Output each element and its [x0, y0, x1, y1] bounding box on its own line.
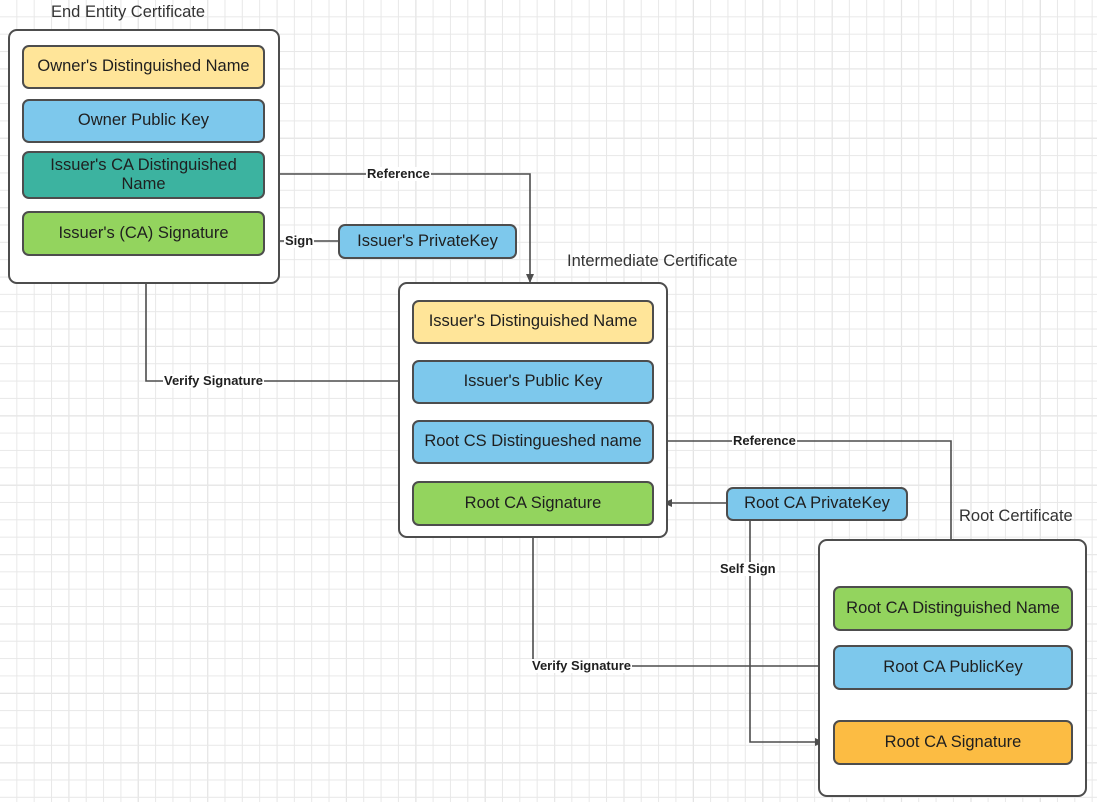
field-issuer-ca-signature[interactable]: Issuer's (CA) Signature: [22, 211, 265, 256]
edge-label-verify-signature-1: Verify Signature: [163, 373, 264, 388]
key-root-ca-private-key[interactable]: Root CA PrivateKey: [726, 487, 908, 521]
group-title-intermediate: Intermediate Certificate: [567, 252, 738, 270]
edge-verify-signature-1: [142, 267, 412, 382]
field-owner-dn[interactable]: Owner's Distinguished Name: [22, 45, 265, 89]
field-root-ca-signature-root[interactable]: Root CA Signature: [833, 720, 1073, 765]
edge-label-self-sign: Self Sign: [719, 561, 777, 576]
field-root-ca-signature-intermediate[interactable]: Root CA Signature: [412, 481, 654, 526]
field-root-ca-dn[interactable]: Root CA Distinguished Name: [833, 586, 1073, 631]
field-issuer-ca-dn[interactable]: Issuer's CA Distinguished Name: [22, 151, 265, 199]
field-owner-public-key[interactable]: Owner Public Key: [22, 99, 265, 143]
edge-label-verify-signature-2: Verify Signature: [531, 658, 632, 673]
edge-label-sign-1: Sign: [284, 233, 315, 248]
field-root-cs-dn[interactable]: Root CS Distingueshed name: [412, 420, 654, 464]
field-issuer-public-key[interactable]: Issuer's Public Key: [412, 360, 654, 404]
key-issuer-private-key[interactable]: Issuer's PrivateKey: [338, 224, 517, 259]
group-title-root: Root Certificate: [959, 507, 1073, 525]
edge-label-reference-2: Reference: [732, 433, 797, 448]
field-root-ca-public-key[interactable]: Root CA PublicKey: [833, 645, 1073, 690]
edge-self-sign: [749, 521, 824, 746]
field-issuer-dn[interactable]: Issuer's Distinguished Name: [412, 300, 654, 344]
edge-verify-signature-2: [529, 529, 833, 667]
group-title-end-entity: End Entity Certificate: [51, 3, 206, 21]
edge-label-reference-1: Reference: [366, 166, 431, 181]
